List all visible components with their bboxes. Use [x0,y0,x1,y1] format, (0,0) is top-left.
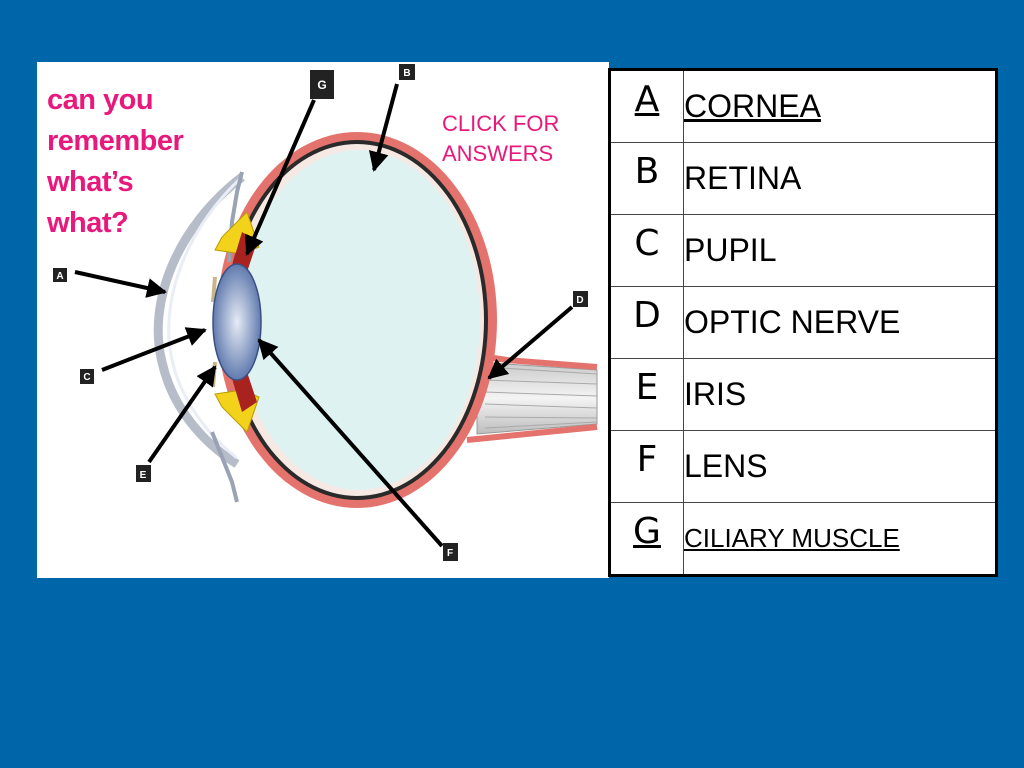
vitreous-body-shape [238,150,480,490]
row-part-name: RETINA [684,160,802,196]
row-letter: E [635,367,659,408]
marker-label-g: G [310,70,334,99]
pointer-arrows [74,83,574,548]
row-part-name: PUPIL [684,232,777,268]
eye-diagram-panel: A B C D E F G can you remember what’s [37,62,609,578]
lens-shape [212,263,262,381]
marker-label-e: E [136,465,151,482]
svg-text:F: F [447,548,453,559]
quiz-question-line: can you [47,84,154,116]
answer-table: A CORNEA B RETINA C PUPIL D OPTIC NERVE … [608,68,998,577]
marker-label-d: D [573,291,588,307]
row-letter: C [634,223,660,264]
quiz-question-line: what? [47,207,129,239]
row-part-name: LENS [684,448,768,484]
table-row: E IRIS [609,358,997,431]
svg-text:D: D [576,295,583,306]
table-row: A CORNEA [609,69,997,143]
row-letter: D [633,295,661,336]
row-part-name: IRIS [684,376,747,412]
marker-label-c: C [80,369,94,384]
svg-text:A: A [56,271,63,282]
row-part-name: CORNEA [684,88,821,124]
row-letter: F [636,439,658,480]
table-row: C PUPIL [609,214,997,287]
quiz-question: can you remember what’s what? [47,80,237,244]
answers-link-line: ANSWERS [442,141,554,166]
eye-diagram: A B C D E F G [53,64,598,561]
svg-text:C: C [83,372,90,383]
cornea-shape [153,173,245,468]
table-row: D OPTIC NERVE [609,286,997,359]
svg-text:E: E [140,470,147,481]
svg-text:B: B [403,68,410,79]
row-letter: A [634,79,660,120]
row-part-name: CILIARY MUSCLE [684,523,900,553]
quiz-question-line: remember [47,125,184,157]
front-cutaway [187,180,235,462]
click-for-answers-link[interactable]: CLICK FOR ANSWERS [442,109,602,169]
table-row: G CILIARY MUSCLE [609,502,997,576]
marker-label-b: B [399,64,415,80]
quiz-question-line: what’s [47,166,134,198]
row-part-name: OPTIC NERVE [684,304,901,340]
row-letter: B [634,151,660,192]
svg-text:G: G [317,78,326,92]
table-row: F LENS [609,430,997,503]
marker-label-a: A [53,268,67,282]
table-row: B RETINA [609,142,997,215]
marker-label-f: F [443,543,458,561]
answers-link-line: CLICK FOR [442,111,560,136]
row-letter: G [633,511,661,552]
